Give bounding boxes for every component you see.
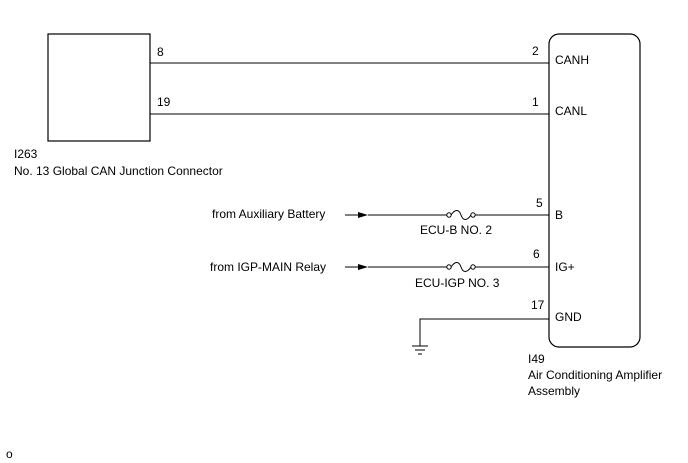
i49-assembly-box (548, 33, 641, 348)
canh-from-pin: 8 (157, 45, 164, 59)
canl-to-pin: 1 (532, 95, 539, 109)
gnd-terminal: GND (555, 310, 582, 324)
gnd-pin: 17 (531, 298, 545, 312)
b-pin: 5 (536, 196, 543, 210)
b-source-label: from Auxiliary Battery (212, 207, 325, 221)
i49-name-line2: Assembly (528, 384, 580, 398)
canh-terminal: CANH (555, 53, 589, 67)
ig-pin: 6 (533, 247, 540, 261)
i263-code: I263 (14, 147, 38, 161)
i49-code: I49 (528, 352, 545, 366)
canl-terminal: CANL (555, 104, 587, 118)
arrow-icon (345, 264, 368, 270)
ig-fuse-label: ECU-IGP NO. 3 (415, 276, 500, 290)
ground-icon (412, 345, 428, 355)
i263-connector-box (47, 33, 151, 142)
i263-name: No. 13 Global CAN Junction Connector (14, 164, 223, 178)
canh-to-pin: 2 (532, 44, 539, 58)
b-terminal: B (555, 208, 563, 222)
b-fuse-label: ECU-B NO. 2 (420, 223, 492, 237)
ig-source-label: from IGP-MAIN Relay (210, 260, 326, 274)
fuse-icon (446, 210, 476, 220)
ig-terminal: IG+ (555, 260, 575, 274)
i49-name-line1: Air Conditioning Amplifier (528, 368, 662, 382)
arrow-icon (345, 212, 368, 218)
canl-from-pin: 19 (157, 95, 171, 109)
fuse-icon (446, 262, 476, 272)
gnd-wire (419, 318, 549, 346)
footer-mark: o (6, 447, 13, 461)
